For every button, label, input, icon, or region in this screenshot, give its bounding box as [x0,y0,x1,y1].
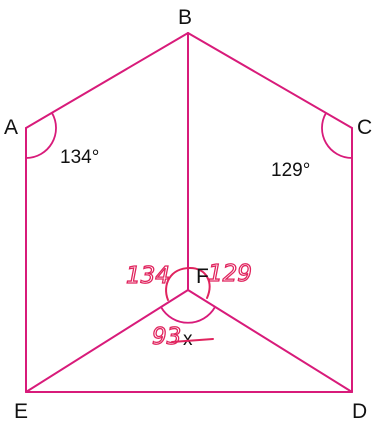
handwritten-129: 129 [208,261,252,287]
angle-arc-c [321,112,353,159]
edge-bc [187,32,353,129]
vertex-label-f: F [196,265,209,288]
handwritten-arc-around-f [165,267,211,301]
handwritten-134: 134 [126,263,170,289]
edge-ab [25,32,189,129]
angle-label-a: 134° [60,147,99,168]
vertex-label-a: A [4,116,18,139]
angle-label-c: 129° [271,160,310,181]
vertex-label-d: D [352,400,367,422]
unknown-angle-x: x [183,329,193,350]
vertex-label-e: E [14,400,28,422]
handwritten-strike [171,338,214,343]
vertex-label-c: C [357,116,372,139]
handwritten-93: 93 [152,324,181,350]
edge-fd [187,289,353,393]
angle-arc-f-lower [160,306,216,324]
vertex-label-b: B [178,6,192,29]
angle-arc-a [25,112,57,159]
